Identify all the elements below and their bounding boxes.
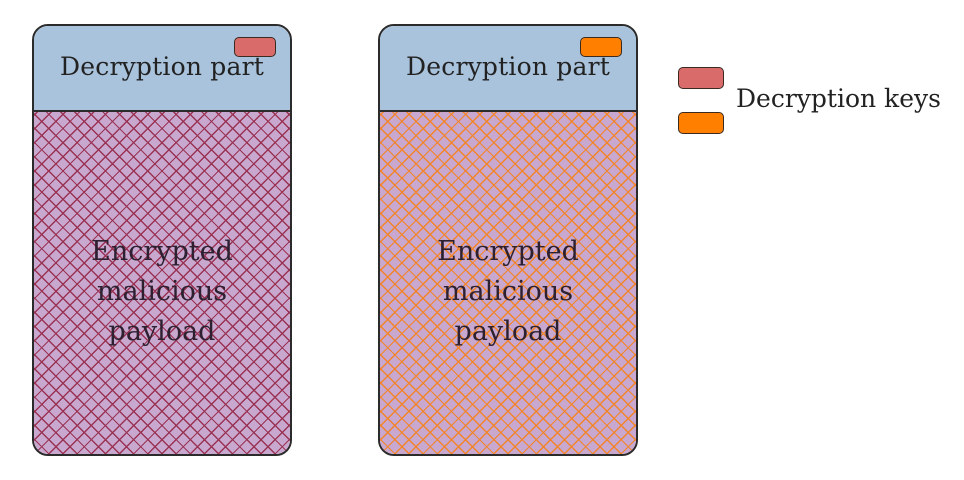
decryption-part-label: Decryption part [60, 52, 264, 81]
encrypted-payload-label: Encrypted malicious payload [34, 232, 290, 352]
payload-line: Encrypted [437, 236, 579, 267]
encrypted-payload-label: Encrypted malicious payload [380, 232, 636, 352]
payload-line: malicious [442, 276, 574, 307]
decryption-part-section: Decryption part [380, 26, 636, 112]
decryption-part-label: Decryption part [406, 52, 610, 81]
payload-line: payload [454, 316, 562, 347]
encrypted-payload-section: Encrypted malicious payload [34, 112, 290, 454]
legend-key-orange [678, 112, 724, 134]
payload-line: payload [108, 316, 216, 347]
decryption-key-red [234, 37, 276, 57]
sample-block-1: Decryption part Encrypted malicious payl… [32, 24, 292, 456]
encrypted-payload-section: Encrypted malicious payload [380, 112, 636, 454]
payload-line: malicious [96, 276, 228, 307]
legend-key-red [678, 67, 724, 89]
decryption-part-section: Decryption part [34, 26, 290, 112]
legend-label: Decryption keys [736, 84, 941, 113]
sample-block-2: Decryption part Encrypted malicious payl… [378, 24, 638, 456]
decryption-key-orange [580, 37, 622, 57]
payload-line: Encrypted [91, 236, 233, 267]
